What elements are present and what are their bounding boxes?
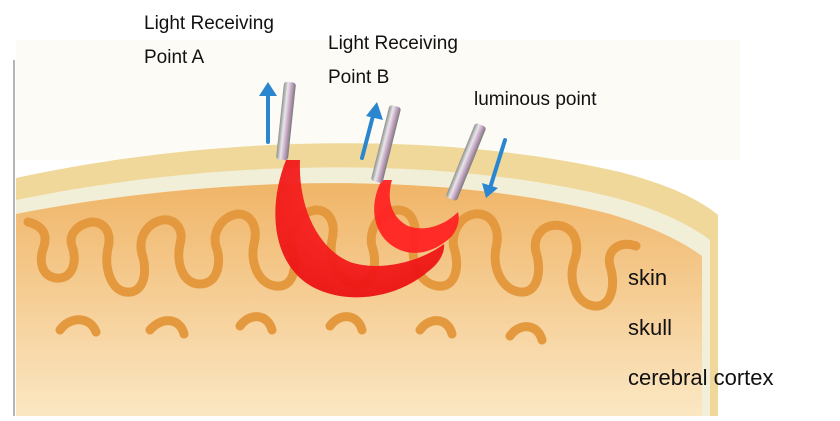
emitter-label: luminous point — [474, 88, 597, 112]
receiver-b-label-line1: Light Receiving — [328, 32, 458, 56]
cortex-layer — [16, 183, 702, 416]
background-haze — [16, 40, 740, 160]
legend-skull: skull — [628, 314, 672, 342]
legend-cerebral-cortex: cerebral cortex — [628, 364, 774, 392]
receiver-a-label-line1: Light Receiving — [144, 12, 274, 36]
receiver-a-label-line2: Point A — [144, 46, 204, 70]
legend-skin: skin — [628, 264, 667, 292]
receiver-b-label-line2: Point B — [328, 66, 389, 90]
